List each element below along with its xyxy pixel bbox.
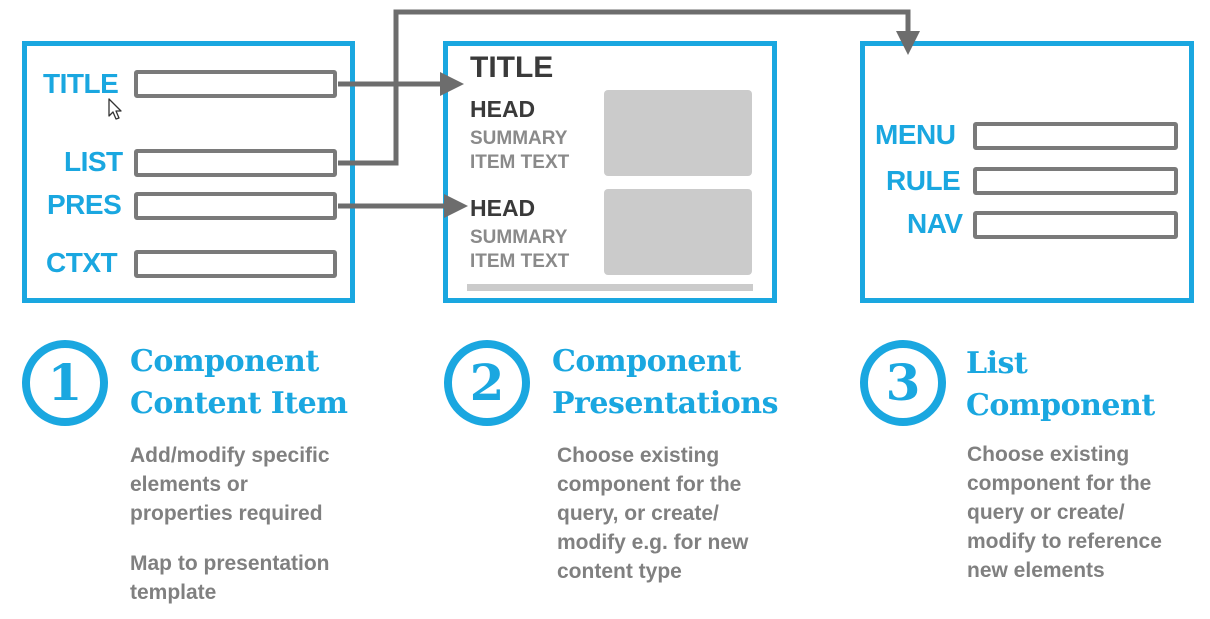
item-summary: SUMMARY — [470, 227, 568, 248]
step-number-circle: 1 — [22, 340, 108, 426]
field-label-nav: NAV — [907, 208, 963, 239]
menu-field[interactable] — [973, 122, 1178, 150]
field-label-rule: RULE — [886, 165, 961, 196]
step-description-secondary: Map to presentation template — [130, 552, 330, 604]
pres-field[interactable] — [134, 192, 337, 220]
nav-field[interactable] — [973, 211, 1178, 239]
step-description: Add/modify specific elements or properti… — [130, 444, 330, 525]
step-title: List Component — [966, 346, 1155, 423]
item-summary: SUMMARY — [470, 128, 568, 149]
presentation-title: TITLE — [470, 51, 554, 84]
title-field[interactable] — [134, 70, 337, 98]
list-field[interactable] — [134, 149, 337, 177]
item-head: HEAD — [470, 195, 536, 221]
step-number-circle: 2 — [444, 340, 530, 426]
item-text: ITEM TEXT — [470, 251, 570, 272]
field-label-list: LIST — [64, 146, 123, 177]
item-head: HEAD — [470, 96, 536, 122]
step-number-circle: 3 — [860, 340, 946, 426]
field-label-menu: MENU — [875, 119, 956, 150]
field-label-pres: PRES — [47, 189, 122, 220]
field-label-title: TITLE — [43, 68, 119, 99]
step-title: Component Content Item — [130, 344, 348, 421]
ctxt-field[interactable] — [134, 250, 337, 278]
item-thumbnail — [604, 90, 752, 176]
mouse-cursor-icon — [108, 98, 122, 120]
step-description: Choose existing component for the query,… — [557, 444, 749, 583]
step-title: Component Presentations — [552, 344, 779, 421]
item-text: ITEM TEXT — [470, 152, 570, 173]
step-description: Choose existing component for the query … — [967, 443, 1162, 582]
horizontal-scrollbar[interactable] — [467, 284, 753, 291]
field-label-ctxt: CTXT — [46, 247, 118, 278]
rule-field[interactable] — [973, 167, 1178, 195]
item-thumbnail — [604, 189, 752, 275]
